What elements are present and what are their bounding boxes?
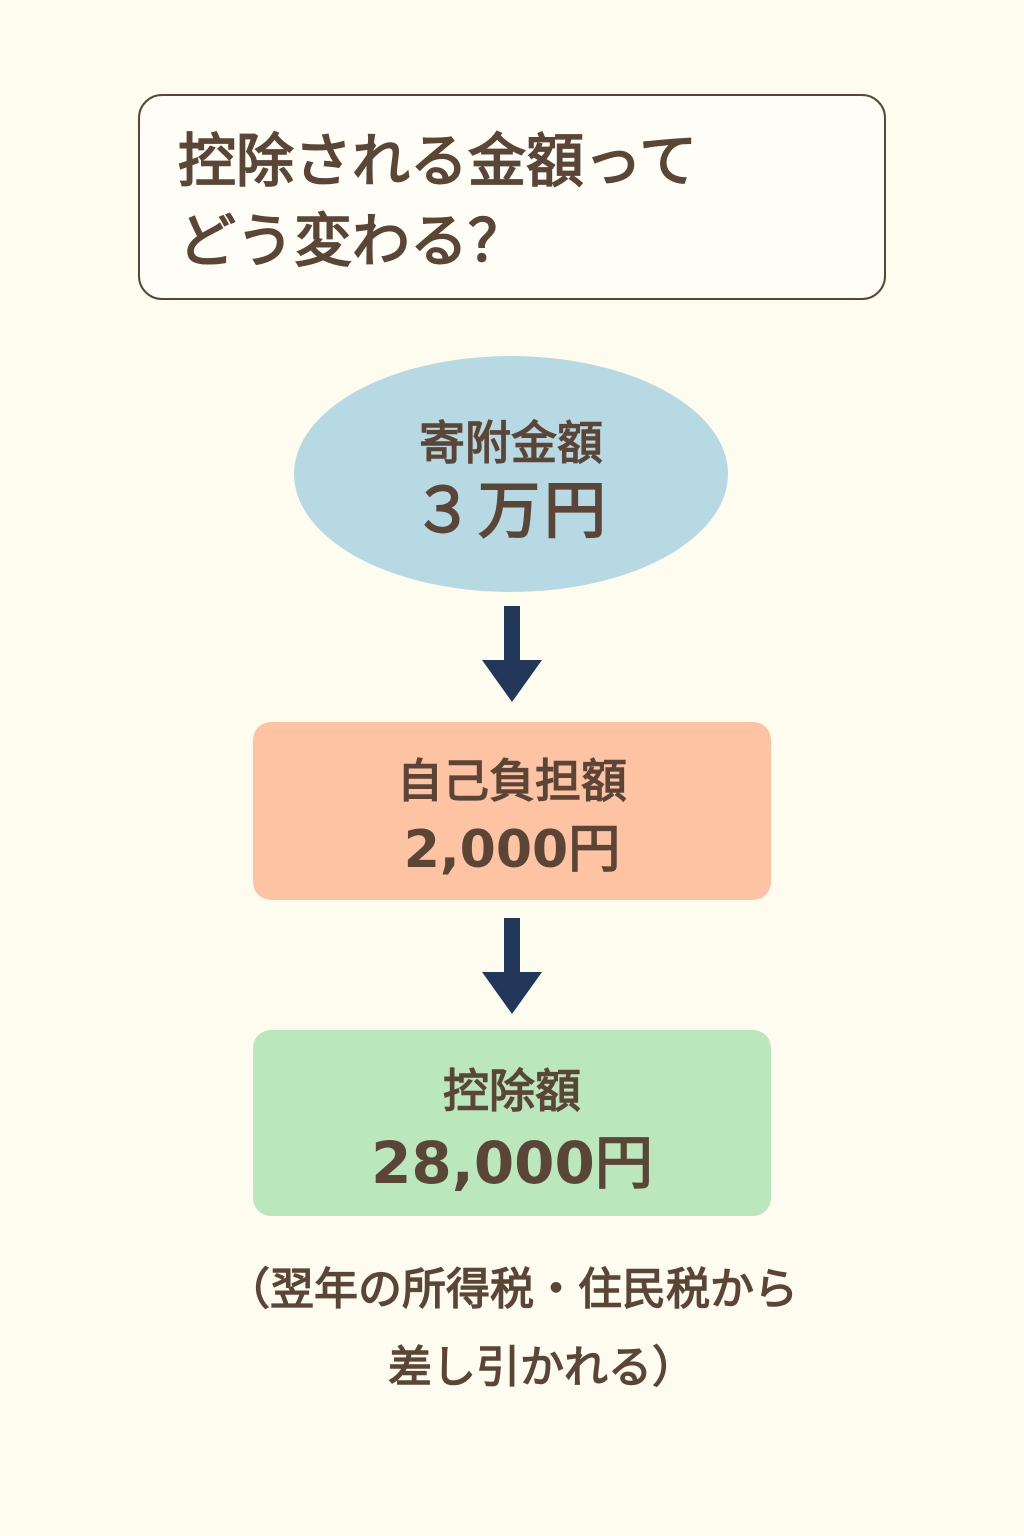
note-line-1: （翌年の所得税・住民税から <box>226 1264 798 1315</box>
self-pay-value: 2,000円 <box>403 820 621 880</box>
donation-label: 寄附金額 <box>419 416 603 470</box>
self-pay-label: 自己負担額 <box>397 754 627 808</box>
down-arrow-icon <box>482 918 542 1014</box>
down-arrow-icon <box>482 606 542 702</box>
title-line-2: どう変わる？ <box>178 207 527 275</box>
title-line-1: 控除される金額って <box>178 127 698 195</box>
deduction-value: 28,000円 <box>371 1129 653 1197</box>
deduction-label: 控除額 <box>443 1064 581 1118</box>
donation-value: ３万円 <box>411 474 610 547</box>
deduction-node: 控除額 28,000円 <box>253 1030 771 1216</box>
title-box: 控除される金額って どう変わる？ <box>138 94 886 300</box>
self-pay-node: 自己負担額 2,000円 <box>253 722 771 900</box>
donation-node: 寄附金額 ３万円 <box>294 356 728 592</box>
note-line-2: 差し引かれる） <box>388 1342 696 1393</box>
